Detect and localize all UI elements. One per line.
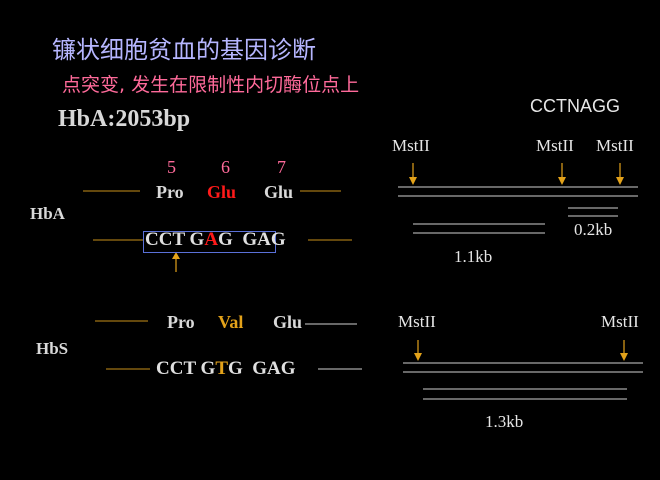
hbs-label: HbS: [36, 339, 69, 358]
mstii-arrow-3: [616, 177, 624, 185]
codon-number-7: 7: [277, 157, 286, 177]
mstii-arrow-1: [409, 177, 417, 185]
fragment-0.2kb: 0.2kb: [574, 220, 613, 239]
hbs-aa-pro: Pro: [167, 312, 195, 332]
mstii-label-4: MstII: [398, 312, 436, 331]
hbs-dna-sequence: CCT GTG GAG: [156, 358, 296, 380]
fragment-1.3kb: 1.3kb: [485, 412, 524, 431]
fragment-1.1kb: 1.1kb: [454, 247, 493, 266]
hbs-codon-6-t: T: [215, 358, 228, 379]
mstii-label-1: MstII: [392, 136, 430, 155]
hba-label: HbA: [30, 204, 65, 223]
hbs-codon-7: GAG: [252, 358, 296, 379]
hbs-codon-5: CCT: [156, 358, 196, 379]
mstii-label-5: MstII: [601, 312, 639, 331]
hba-codon-6-g2: G: [218, 229, 233, 250]
hba-aa-pro: Pro: [156, 182, 184, 202]
hba-codon-6-g1: G: [189, 229, 205, 250]
hbs-codon-6-g1: G: [200, 358, 216, 379]
hba-aa-glu-7: Glu: [264, 182, 294, 202]
mstii-arrow-5: [620, 353, 628, 361]
recognition-site: CCTNAGG: [530, 96, 620, 116]
mstii-arrow-2: [558, 177, 566, 185]
hbs-aa-glu: Glu: [273, 312, 303, 332]
mstii-label-2: MstII: [536, 136, 574, 155]
hbs-aa-val: Val: [218, 312, 244, 332]
mstii-label-3: MstII: [596, 136, 634, 155]
mutation-site-box: [143, 231, 276, 253]
hba-dna-sequence: CCT GAG GAG: [145, 229, 286, 251]
page-title: 镰状细胞贫血的基因诊断: [52, 36, 316, 64]
hbs-codon-6-g2: G: [228, 358, 243, 379]
hba-codon-6-a: A: [204, 229, 219, 250]
subtitle: 点突变, 发生在限制性内切酶位点上: [62, 74, 360, 96]
codon-number-6: 6: [221, 157, 230, 177]
hba-codon-7: GAG: [242, 229, 286, 250]
hba-codon-5: CCT: [145, 229, 185, 250]
codon-number-5: 5: [167, 157, 176, 177]
hba-gene-size: HbA:2053bp: [58, 106, 191, 132]
mstii-arrow-4: [414, 353, 422, 361]
hba-aa-glu-6: Glu: [207, 182, 237, 202]
